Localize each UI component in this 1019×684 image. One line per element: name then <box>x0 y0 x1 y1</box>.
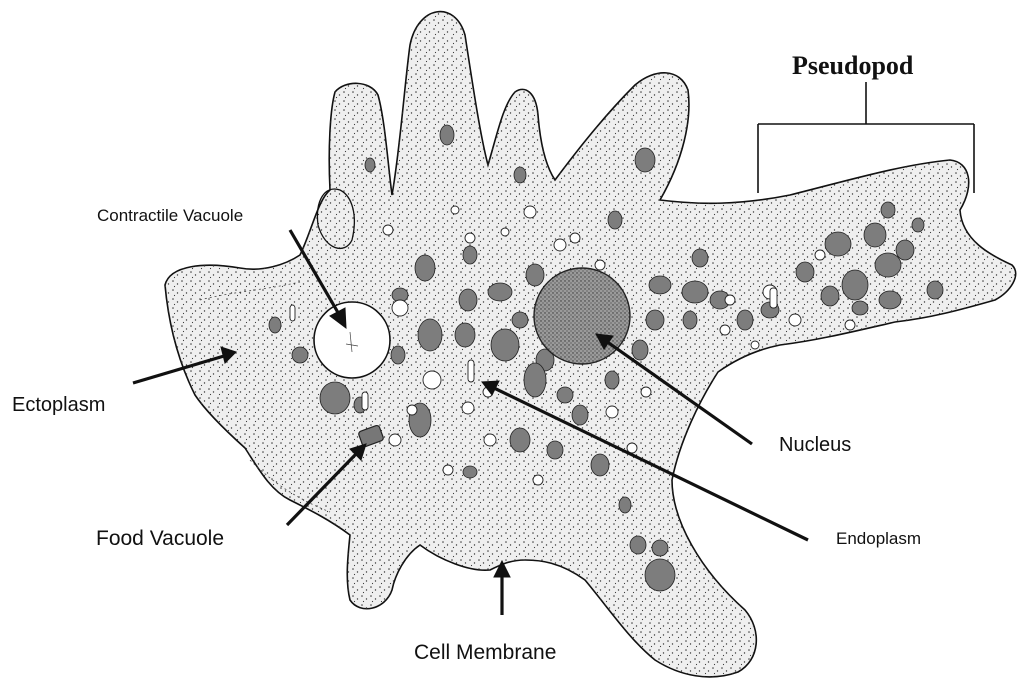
small-vacuole <box>720 325 730 335</box>
organelle <box>864 223 886 247</box>
organelle <box>682 281 708 303</box>
small-vacuole <box>641 387 651 397</box>
small-vacuole <box>392 300 408 316</box>
organelle <box>875 253 901 277</box>
organelle <box>683 311 697 329</box>
rod-particle <box>290 305 295 321</box>
organelle <box>927 281 943 299</box>
label-pseudopod: Pseudopod <box>792 53 913 79</box>
small-vacuole <box>789 314 801 326</box>
organelle <box>649 276 671 294</box>
organelle <box>510 428 530 452</box>
organelle <box>557 387 573 403</box>
small-vacuole <box>570 233 580 243</box>
organelle <box>821 286 839 306</box>
organelle <box>572 405 588 425</box>
label-nucleus: Nucleus <box>779 435 851 455</box>
rod-particle <box>770 288 777 308</box>
small-vacuole <box>501 228 509 236</box>
organelle <box>591 454 609 476</box>
organelle <box>418 319 442 351</box>
organelle <box>912 218 924 232</box>
small-vacuole <box>389 434 401 446</box>
label-ectoplasm: Ectoplasm <box>12 395 105 415</box>
organelle <box>512 312 528 328</box>
organelle <box>608 211 622 229</box>
organelle <box>825 232 851 256</box>
small-vacuole <box>383 225 393 235</box>
small-vacuole <box>462 402 474 414</box>
organelle <box>463 246 477 264</box>
organelle <box>415 255 435 281</box>
organelle <box>652 540 668 556</box>
organelle <box>514 167 526 183</box>
organelle <box>292 347 308 363</box>
small-vacuole <box>484 434 496 446</box>
organelle <box>526 264 544 286</box>
organelle <box>619 497 631 513</box>
small-vacuole <box>595 260 605 270</box>
small-vacuole <box>443 465 453 475</box>
organelle <box>320 382 350 414</box>
organelle <box>605 371 619 389</box>
small-vacuole <box>815 250 825 260</box>
small-vacuole <box>725 295 735 305</box>
small-vacuole <box>451 206 459 214</box>
organelle <box>440 125 454 145</box>
organelle <box>391 346 405 364</box>
small-vacuole <box>407 405 417 415</box>
organelle <box>455 323 475 347</box>
organelle <box>692 249 708 267</box>
contractile-vacuole <box>314 302 390 378</box>
organelle <box>737 310 753 330</box>
small-vacuole <box>524 206 536 218</box>
small-vacuole <box>845 320 855 330</box>
organelle <box>524 363 546 397</box>
small-vacuole <box>751 341 759 349</box>
label-food-vacuole: Food Vacuole <box>96 528 224 549</box>
small-vacuole <box>533 475 543 485</box>
organelle <box>896 240 914 260</box>
label-endoplasm: Endoplasm <box>836 530 921 547</box>
organelle <box>630 536 646 554</box>
organelle <box>796 262 814 282</box>
organelle <box>547 441 563 459</box>
label-contractile-vacuole: Contractile Vacuole <box>97 207 243 224</box>
organelle <box>881 202 895 218</box>
small-vacuole <box>554 239 566 251</box>
rod-particle <box>468 360 474 382</box>
label-cell-membrane: Cell Membrane <box>414 642 556 663</box>
organelle <box>488 283 512 301</box>
organelle <box>459 289 477 311</box>
small-vacuole <box>465 233 475 243</box>
small-vacuole <box>606 406 618 418</box>
small-vacuole <box>423 371 441 389</box>
organelle <box>632 340 648 360</box>
organelle <box>852 301 868 315</box>
organelle <box>879 291 901 309</box>
organelle <box>491 329 519 361</box>
organelle <box>269 317 281 333</box>
organelle <box>646 310 664 330</box>
organelle <box>365 158 375 172</box>
organelle <box>645 559 675 591</box>
rod-particle <box>362 392 368 410</box>
organelle <box>463 466 477 478</box>
organelle <box>635 148 655 172</box>
organelle <box>842 270 868 300</box>
